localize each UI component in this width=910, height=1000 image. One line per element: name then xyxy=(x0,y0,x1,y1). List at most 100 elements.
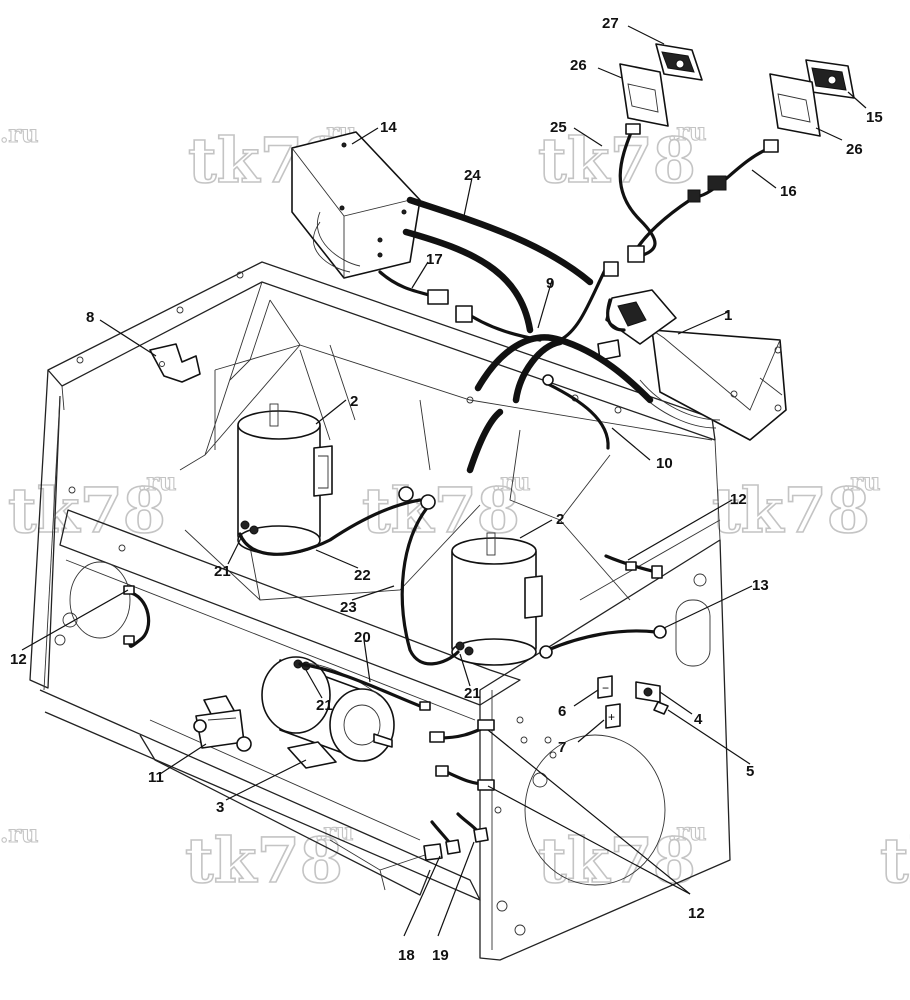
watermark-7: tk78 .ru xyxy=(537,816,707,897)
connector xyxy=(429,731,445,743)
lead-20 xyxy=(298,662,422,708)
lead-16 xyxy=(698,146,772,198)
lead-23 xyxy=(400,502,460,666)
watermark-sup-edge: .ru xyxy=(0,819,38,848)
callout-13: 13 xyxy=(752,577,769,594)
ring-terminal xyxy=(653,625,667,639)
grommet xyxy=(398,486,414,502)
grommet xyxy=(420,494,436,510)
connector xyxy=(763,139,779,153)
callout-12: 12 xyxy=(688,905,705,922)
watermark-text: tk78 xyxy=(185,824,343,897)
callout-11: 11 xyxy=(148,769,164,786)
watermark-sup-edge: .ru xyxy=(0,119,38,148)
connector xyxy=(687,189,701,203)
callout-23: 23 xyxy=(340,599,357,616)
strap-10 xyxy=(546,382,610,450)
part-2-motor-rear xyxy=(237,403,333,555)
connector xyxy=(627,245,645,263)
round-opening xyxy=(524,734,666,886)
part-2-motor-front xyxy=(451,532,543,666)
leader-lines xyxy=(21,25,867,937)
part-27-switch-bezel xyxy=(655,43,703,81)
callout-26: 26 xyxy=(846,141,863,158)
watermark-sup: .ru xyxy=(668,817,706,846)
watermark-sup: .ru xyxy=(668,117,706,146)
callout-15: 15 xyxy=(866,109,883,126)
watermark-text: tk78 xyxy=(8,474,166,547)
part-14-control-box xyxy=(291,131,421,279)
callout-10: 10 xyxy=(656,455,673,472)
part-4-terminal-stud xyxy=(635,681,661,703)
connector xyxy=(603,261,619,277)
part-11-solenoid-valve xyxy=(193,695,252,752)
connector xyxy=(123,585,135,595)
lead-12-left xyxy=(126,590,151,648)
callout-21: 21 xyxy=(214,563,231,580)
callout-12: 12 xyxy=(730,491,747,508)
connector xyxy=(435,765,449,777)
slot-opening xyxy=(675,599,711,667)
part-1-bracket-assembly xyxy=(597,289,787,441)
callout-25: 25 xyxy=(550,119,567,136)
watermark-text: tk78 xyxy=(712,474,870,547)
lead-to-bracket xyxy=(606,298,626,332)
harness-9 xyxy=(474,334,654,404)
part-26-mounting-plate-right xyxy=(769,73,821,137)
callout-21: 21 xyxy=(464,685,481,702)
wires xyxy=(126,128,772,848)
lead-25 xyxy=(618,128,657,258)
callout-22: 22 xyxy=(354,567,371,584)
lead-to-junction xyxy=(558,266,608,342)
callout-19: 19 xyxy=(432,947,449,964)
watermark-sup: .ru xyxy=(138,467,176,496)
connector xyxy=(455,305,473,323)
part-26-mounting-plate-left xyxy=(619,63,669,127)
callout-2: 2 xyxy=(350,393,358,410)
callout-2: 2 xyxy=(556,511,564,528)
callout-20: 20 xyxy=(354,629,371,646)
watermark-text-edge: tk78 xyxy=(880,824,910,897)
connector xyxy=(651,565,663,579)
part-6-negative-label: − xyxy=(597,675,613,699)
watermark-4: tk78 .ru xyxy=(361,466,531,547)
lead-22 xyxy=(238,498,422,556)
callout-4: 4 xyxy=(694,711,703,728)
connectors xyxy=(123,123,779,861)
callout-27: 27 xyxy=(602,15,619,32)
callout-17: 17 xyxy=(426,251,443,268)
connector xyxy=(445,839,461,855)
part-7-positive-label: + xyxy=(605,703,621,729)
connector xyxy=(419,701,431,711)
callout-12: 12 xyxy=(10,651,27,668)
connector xyxy=(625,561,637,571)
callout-1: 1 xyxy=(724,307,732,324)
callout-18: 18 xyxy=(398,947,415,964)
positive-mark: + xyxy=(608,710,615,724)
cap xyxy=(423,843,443,861)
callout-14: 14 xyxy=(380,119,397,136)
connector xyxy=(477,779,495,791)
watermark-text: tk78 xyxy=(538,124,696,197)
callout-24: 24 xyxy=(464,167,481,184)
callout-21: 21 xyxy=(316,697,333,714)
harness-24b xyxy=(402,228,534,334)
watermark-2: tk78 .ru xyxy=(537,116,707,197)
harness-24 xyxy=(406,196,594,286)
connector xyxy=(427,289,449,305)
chassis-frame xyxy=(29,261,731,961)
negative-mark: − xyxy=(602,681,609,695)
watermark-sup: .ru xyxy=(842,467,880,496)
callout-8: 8 xyxy=(86,309,94,326)
callout-9: 9 xyxy=(546,275,554,292)
callout-26: 26 xyxy=(570,57,587,74)
part-5-screw xyxy=(653,701,669,715)
harness-9b xyxy=(512,338,564,404)
callout-6: 6 xyxy=(558,703,566,720)
callout-7: 7 xyxy=(558,739,566,756)
connector xyxy=(477,719,495,731)
callout-3: 3 xyxy=(216,799,224,816)
connector xyxy=(707,175,727,191)
part-8-small-bracket xyxy=(149,343,201,383)
